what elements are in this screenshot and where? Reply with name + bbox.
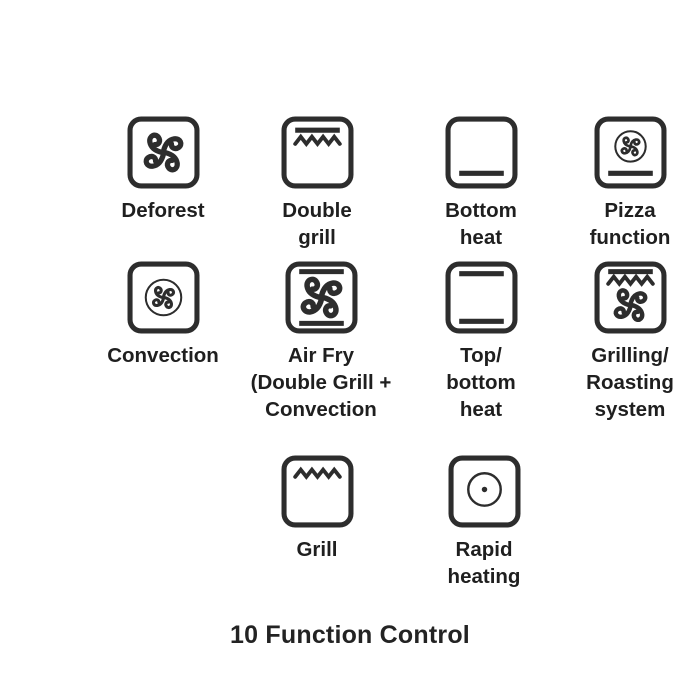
function-cell-double-grill: Double grill	[207, 116, 427, 251]
function-label-convection: Convection	[107, 344, 219, 367]
function-label-pizza: Pizza function	[589, 199, 671, 249]
function-label-air-fry: Air Fry (Double Grill + Convection	[250, 344, 392, 421]
function-label-top-bottom-heat: Top/ bottom heat	[446, 344, 516, 421]
page-title: 10 Function Control	[230, 621, 470, 649]
convection-icon	[127, 261, 200, 334]
rapid-heating-icon	[448, 455, 521, 528]
function-label-rapid-heating: Rapid heating	[447, 538, 521, 588]
function-cell-bottom-heat: Bottom heat	[371, 116, 591, 251]
function-label-deforest: Deforest	[121, 199, 205, 222]
function-cell-pizza: Pizza function	[520, 116, 700, 251]
bottom-heat-icon	[445, 116, 518, 189]
fan-icon	[127, 116, 200, 189]
function-cell-grill: Grill	[207, 455, 427, 563]
function-label-grill: Grill	[296, 538, 338, 561]
double-grill-icon	[281, 116, 354, 189]
function-cell-top-bottom-heat: Top/ bottom heat	[371, 261, 591, 423]
grill-icon	[281, 455, 354, 528]
top-bottom-heat-icon	[445, 261, 518, 334]
function-label-bottom-heat: Bottom heat	[445, 199, 517, 249]
pizza-function-icon	[594, 116, 667, 189]
function-cell-grilling-roasting: Grilling/ Roasting system	[520, 261, 700, 423]
grilling-roasting-icon	[594, 261, 667, 334]
function-cell-rapid-heating: Rapid heating	[374, 455, 594, 590]
function-label-double-grill: Double grill	[282, 199, 352, 249]
function-cell-convection: Convection	[53, 261, 273, 369]
function-cell-deforest: Deforest	[53, 116, 273, 224]
air-fry-icon	[285, 261, 358, 334]
function-cell-air-fry: Air Fry (Double Grill + Convection	[211, 261, 431, 423]
function-label-grilling-roasting: Grilling/ Roasting system	[586, 344, 674, 421]
